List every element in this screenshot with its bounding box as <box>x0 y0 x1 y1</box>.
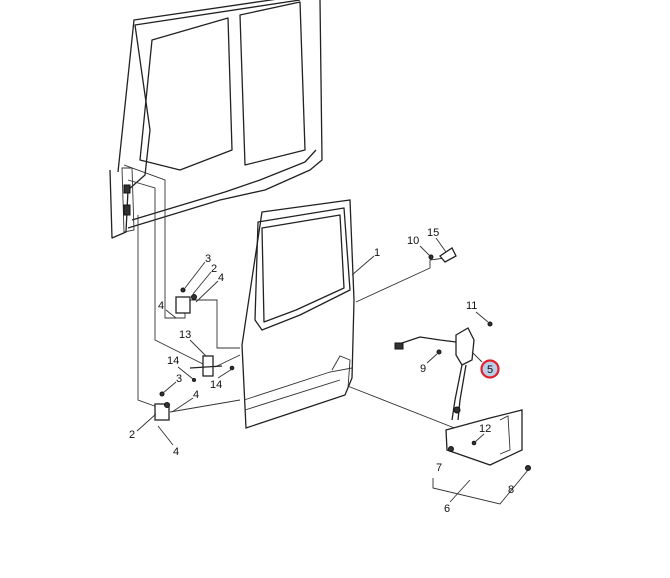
callout-2-upper[interactable]: 2 <box>211 263 217 275</box>
callout-12[interactable]: 12 <box>479 423 491 435</box>
door-panel <box>241 199 355 429</box>
callout-15[interactable]: 15 <box>427 227 439 239</box>
callout-14-right[interactable]: 14 <box>210 379 222 391</box>
callout-2-lower[interactable]: 2 <box>129 429 135 441</box>
lower-hinge <box>154 391 170 421</box>
callout-4-upper-right[interactable]: 4 <box>218 272 224 284</box>
callout-4-lower-right[interactable]: 4 <box>193 389 199 401</box>
callout-9[interactable]: 9 <box>420 363 426 375</box>
callout-10[interactable]: 10 <box>407 235 419 247</box>
callout-5-label: 5 <box>487 364 493 376</box>
callout-4-upper-left[interactable]: 4 <box>158 300 164 312</box>
callout-3-lower[interactable]: 3 <box>176 373 182 385</box>
callout-5-selected[interactable]: 5 <box>471 351 500 379</box>
selection-highlight-ring <box>480 359 500 379</box>
callout-4-lower-bottom[interactable]: 4 <box>173 446 179 458</box>
callout-14-left[interactable]: 14 <box>167 355 179 367</box>
callout-13[interactable]: 13 <box>179 329 191 341</box>
callout-1[interactable]: 1 <box>374 247 380 259</box>
callout-8[interactable]: 8 <box>508 484 514 496</box>
door-latch <box>394 321 493 421</box>
upper-hinge <box>175 287 197 314</box>
check-strap <box>189 355 235 382</box>
cab-frame <box>109 0 323 239</box>
callout-7[interactable]: 7 <box>436 462 442 474</box>
callout-labels: 1 15 10 11 9 12 7 8 6 3 2 4 4 13 14 14 3… <box>129 227 514 515</box>
callout-3-upper[interactable]: 3 <box>205 253 211 265</box>
callout-11[interactable]: 11 <box>466 300 477 312</box>
callout-6[interactable]: 6 <box>444 503 450 515</box>
latch-bracket <box>445 409 531 471</box>
